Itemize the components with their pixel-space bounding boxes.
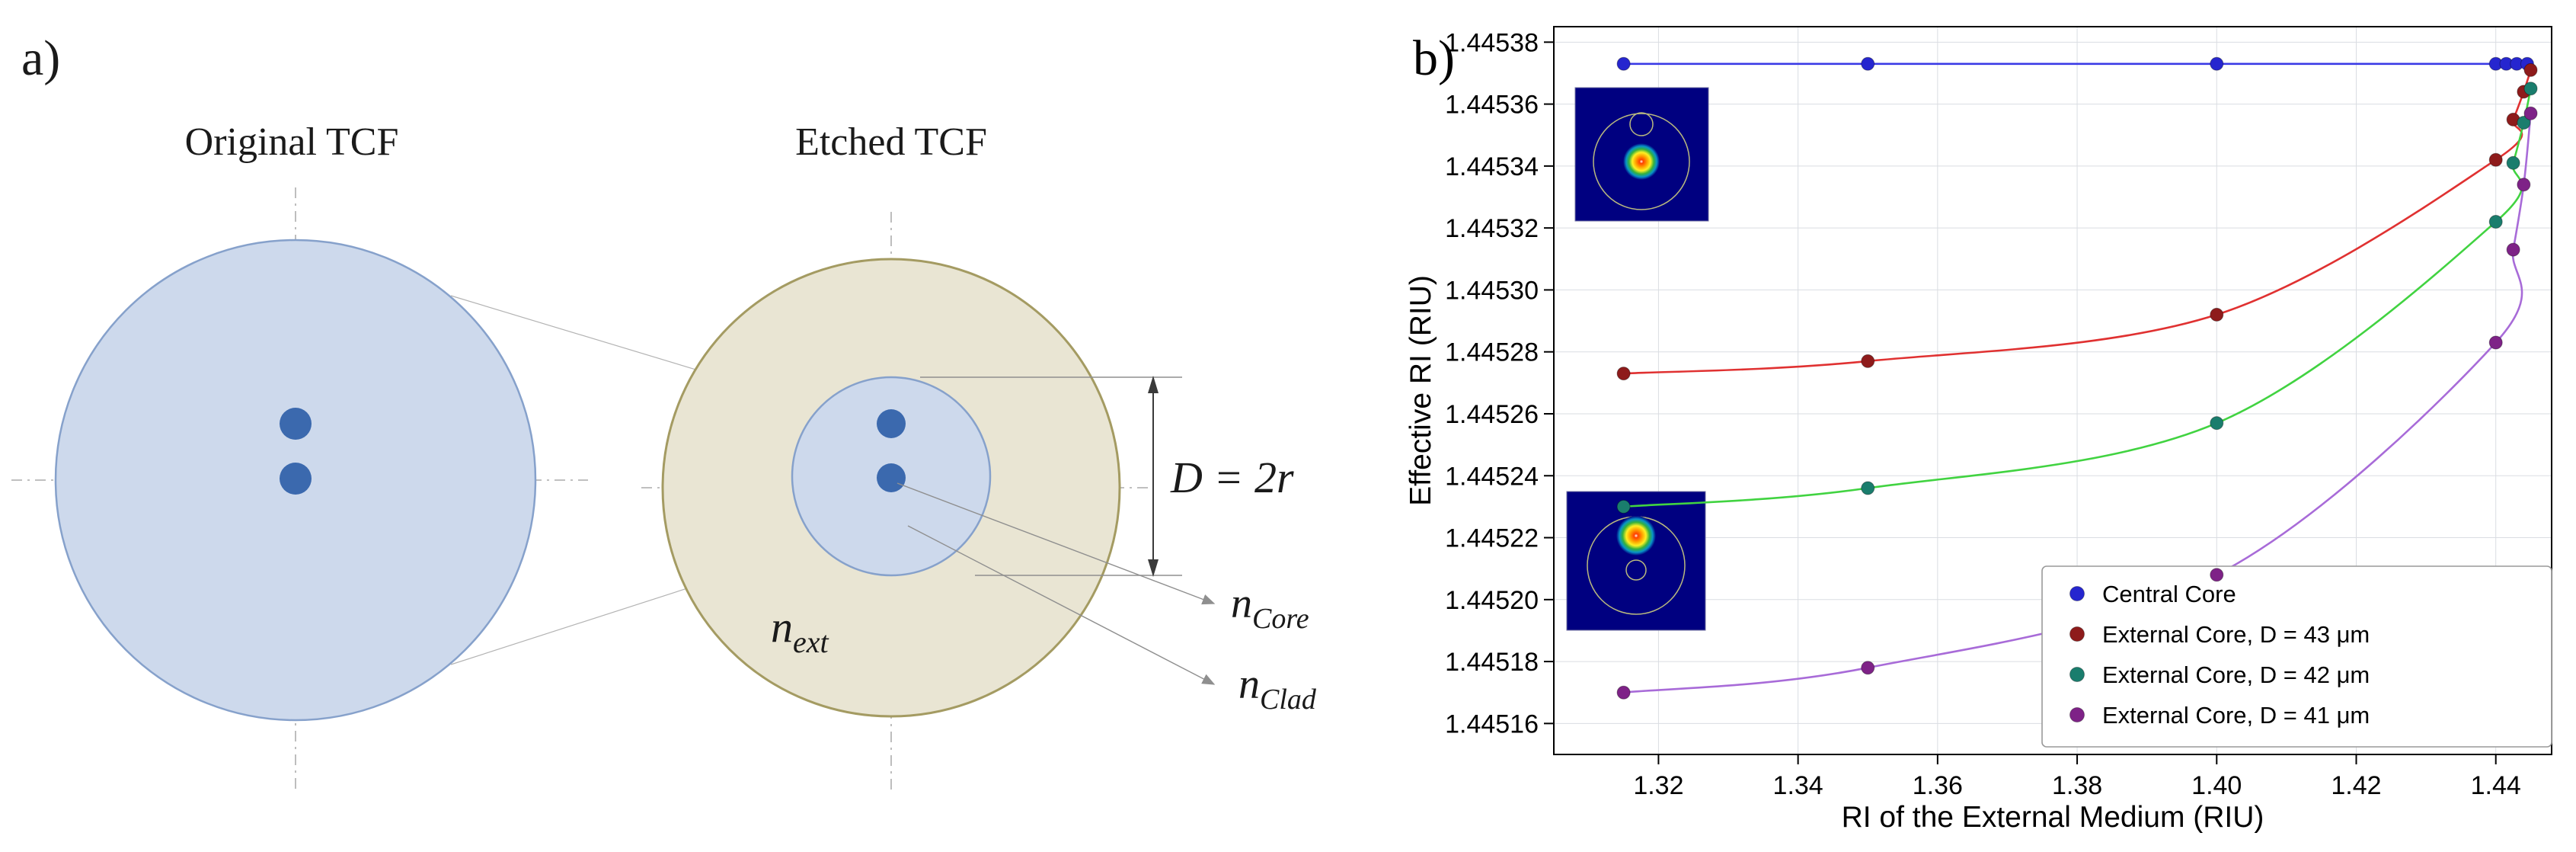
original-upper-core-dot [280, 408, 312, 440]
n-core-annotation-arrow [896, 482, 1216, 605]
data-point-external-core-d-43-m [1861, 354, 1875, 368]
legend-label-external-core-d-41-m: External Core, D = 41 μm [2102, 702, 2370, 729]
diameter-label: D = 2r [1170, 453, 1294, 502]
data-point-external-core-d-41-m [2517, 178, 2531, 192]
y-tick-label: 1.44526 [1445, 400, 1539, 429]
legend-marker-central-core [2069, 586, 2085, 601]
inset-mode-hotspot [1616, 516, 1656, 556]
data-point-external-core-d-43-m [2488, 152, 2503, 167]
original-tcf-title: Original TCF [185, 120, 399, 164]
n-ext-label: next [771, 602, 829, 659]
inset-external-core-outline [1629, 112, 1654, 136]
y-tick-label: 1.44520 [1445, 586, 1539, 615]
inset-mode-hotspot [1623, 143, 1660, 180]
y-tick-label: 1.44516 [1445, 709, 1539, 738]
data-point-external-core-d-42-m [2517, 115, 2531, 130]
chart-grid-and-axes: 1.32 1.34 1.36 1.38 1.40 1.42 1.44 1.44516 1.445… [1405, 27, 2552, 834]
x-tick-label: 1.38 [2052, 771, 2102, 800]
legend-marker-external-core-d-41-m [2069, 707, 2085, 722]
data-point-external-core-d-42-m [2523, 82, 2538, 96]
y-axis-title: Effective RI (RIU) [1405, 275, 1437, 506]
y-tick-label: 1.44524 [1445, 462, 1539, 491]
data-point-external-core-d-41-m [1616, 685, 1631, 700]
legend-label-external-core-d-42-m: External Core, D = 42 μm [2102, 661, 2370, 688]
series-line-external-core-d-41-m [1623, 113, 2532, 693]
legend-marker-external-core-d-42-m [2069, 667, 2085, 682]
data-point-external-core-d-43-m [2210, 307, 2224, 322]
panel-a-diagram: a) Original TCF Etched TCF D = 2r next n… [11, 30, 1317, 790]
inset-background [1566, 491, 1706, 631]
data-point-external-core-d-42-m [1861, 481, 1875, 495]
y-tick-label: 1.44536 [1445, 91, 1539, 120]
legend-box [2041, 565, 2552, 748]
n-clad-label: nClad [1238, 661, 1317, 716]
n-core-label: nCore [1231, 580, 1309, 635]
plot-border [1553, 26, 2552, 755]
panel-b-label: b) [1413, 30, 1455, 86]
data-point-external-core-d-41-m [2523, 106, 2538, 120]
data-point-external-core-d-43-m [2523, 62, 2538, 77]
x-tick-label: 1.36 [1913, 771, 1963, 800]
original-central-core-dot [280, 463, 312, 495]
data-point-external-core-d-42-m [2506, 155, 2520, 170]
inset-central-core-outline [1625, 559, 1647, 581]
data-point-central-core [2210, 56, 2224, 71]
data-point-external-core-d-42-m [1616, 499, 1631, 514]
data-point-central-core [1861, 56, 1875, 71]
data-point-central-core [1616, 56, 1631, 71]
etched-tcf-title: Etched TCF [795, 120, 987, 164]
legend-marker-external-core-d-43-m [2069, 626, 2085, 642]
etched-external-core-dot [877, 409, 906, 438]
x-tick-label: 1.40 [2191, 771, 2242, 800]
data-point-external-core-d-41-m [1861, 661, 1875, 675]
y-tick-label: 1.44528 [1445, 338, 1539, 367]
inset-mode-profile-external-core [1566, 491, 1706, 631]
y-tick-label: 1.44532 [1445, 214, 1539, 243]
etched-central-core-dot [877, 463, 906, 492]
y-tick-label: 1.44522 [1445, 524, 1539, 553]
y-tick-label: 1.44530 [1445, 276, 1539, 305]
data-point-external-core-d-42-m [2210, 416, 2224, 431]
data-point-external-core-d-41-m [2210, 568, 2224, 582]
legend-label-central-core: Central Core [2102, 581, 2236, 607]
y-tick-label: 1.44518 [1445, 648, 1539, 677]
x-tick-label: 1.44 [2471, 771, 2521, 800]
x-tick-label: 1.42 [2331, 771, 2381, 800]
diameter-arrowhead-down [1148, 559, 1159, 577]
series-line-external-core-d-42-m [1623, 88, 2532, 508]
y-tick-label: 1.44538 [1445, 28, 1539, 57]
data-point-external-core-d-41-m [2488, 335, 2503, 350]
inset-cladding-outline [1593, 113, 1690, 210]
data-point-external-core-d-42-m [2488, 215, 2503, 229]
inset-mode-profile-central-core [1574, 87, 1709, 222]
x-tick-label: 1.32 [1633, 771, 1683, 800]
x-axis-title: RI of the External Medium (RIU) [1842, 801, 2264, 834]
y-tick-label: 1.44534 [1445, 152, 1539, 181]
x-tick-label: 1.34 [1773, 771, 1823, 800]
n-clad-annotation-arrow [907, 525, 1216, 685]
data-point-external-core-d-41-m [2506, 242, 2520, 257]
panel-a-label: a) [21, 30, 60, 86]
diameter-arrowhead-up [1148, 376, 1159, 393]
data-point-external-core-d-43-m [1616, 367, 1631, 381]
series-line-external-core-d-43-m [1623, 69, 2532, 375]
legend-label-external-core-d-43-m: External Core, D = 43 μm [2102, 621, 2370, 648]
